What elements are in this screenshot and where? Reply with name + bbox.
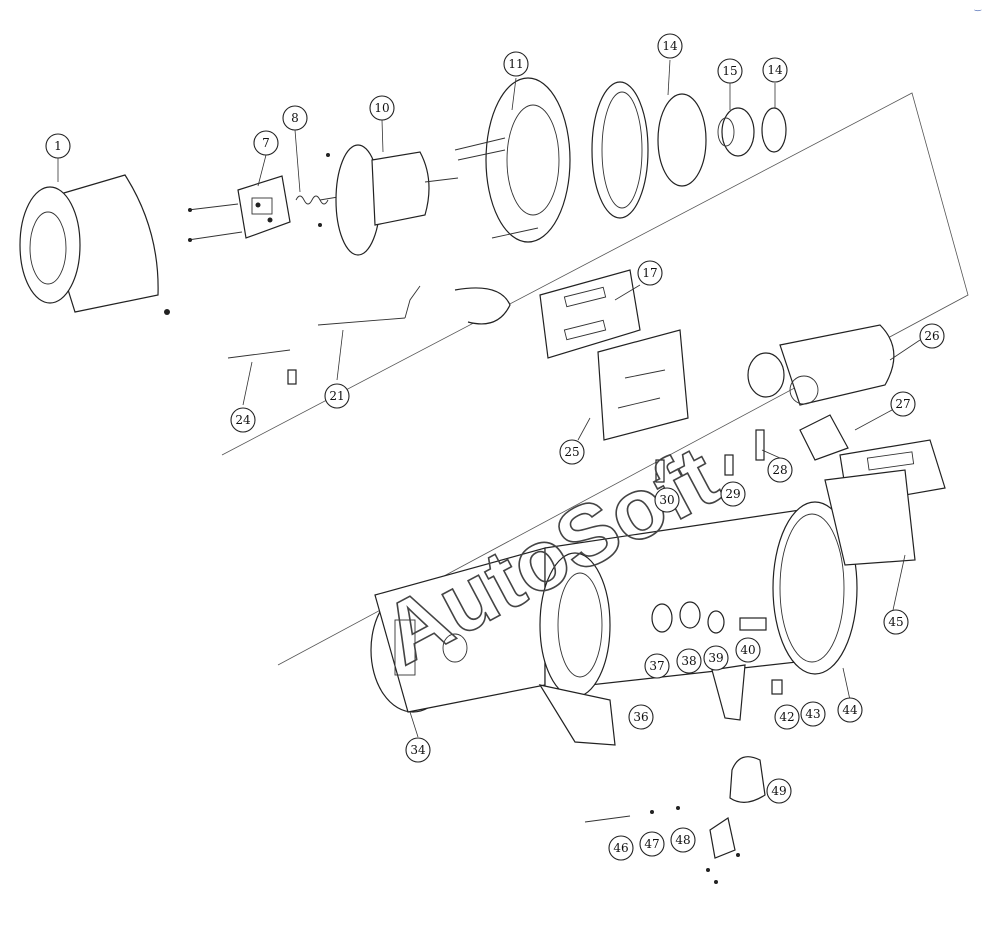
- callout-7: 7: [253, 130, 279, 156]
- callout-40: 40: [735, 637, 761, 663]
- svg-text:40: 40: [740, 643, 755, 657]
- callout-48: 48: [670, 827, 696, 853]
- part-21-electrode: [317, 285, 511, 326]
- svg-text:21: 21: [329, 389, 344, 403]
- svg-text:48: 48: [675, 833, 690, 847]
- callout-21: 21: [324, 383, 350, 409]
- part-28-valve: [755, 429, 765, 461]
- part-49-solenoid: [706, 756, 766, 884]
- callout-11: 11: [503, 51, 529, 77]
- callout-14b: 14: [762, 57, 788, 83]
- svg-text:17: 17: [642, 266, 657, 280]
- callout-45: 45: [883, 609, 909, 635]
- callout-47: 47: [639, 831, 665, 857]
- svg-text:14: 14: [767, 63, 783, 77]
- svg-text:26: 26: [924, 329, 939, 343]
- callout-25: 25: [559, 439, 585, 465]
- callout-17: 17: [637, 260, 663, 286]
- part-25-mount: [597, 329, 689, 441]
- callout-46: 46: [608, 835, 634, 861]
- svg-text:1: 1: [54, 139, 62, 153]
- svg-text:45: 45: [888, 615, 903, 629]
- callout-42: 42: [774, 704, 800, 730]
- callout-28: 28: [767, 457, 793, 483]
- callout-27: 27: [890, 391, 916, 417]
- part-34-front-housing: [370, 547, 546, 713]
- svg-text:7: 7: [262, 136, 270, 150]
- callout-10: 10: [369, 95, 395, 121]
- callout-14a: 14: [657, 33, 683, 59]
- part-15-nozzle: [717, 107, 755, 157]
- callout-26: 26: [919, 323, 945, 349]
- part-39-washer: [707, 610, 725, 634]
- part-46-rod: [584, 806, 680, 823]
- callout-1: 1: [45, 133, 71, 159]
- svg-text:27: 27: [895, 397, 910, 411]
- part-44-flange: [772, 501, 858, 675]
- part-40-fitting: [739, 617, 767, 631]
- part-29-screw: [724, 454, 734, 476]
- svg-text:10: 10: [374, 101, 389, 115]
- part-38-nut: [679, 601, 701, 629]
- callout-24: 24: [230, 407, 256, 433]
- svg-text:11: 11: [508, 57, 523, 71]
- svg-text:8: 8: [291, 111, 299, 125]
- part-7-terminal-block: [187, 175, 291, 242]
- part-42-screw: [771, 679, 783, 695]
- svg-text:14: 14: [662, 39, 678, 53]
- svg-text:36: 36: [633, 710, 648, 724]
- callout-30: 30: [654, 487, 680, 513]
- svg-text:37: 37: [649, 659, 664, 673]
- part-30-screw: [655, 459, 665, 483]
- svg-text:49: 49: [771, 784, 786, 798]
- svg-text:43: 43: [805, 707, 820, 721]
- svg-text:30: 30: [659, 493, 674, 507]
- part-37-ring: [651, 603, 673, 633]
- svg-text:42: 42: [779, 710, 794, 724]
- leader-lines: [57, 59, 921, 738]
- svg-text:39: 39: [708, 651, 723, 665]
- part-14-ring: [591, 81, 707, 219]
- svg-text:25: 25: [564, 445, 579, 459]
- part-14b-disc: [761, 107, 787, 153]
- svg-text:44: 44: [842, 703, 858, 717]
- callout-38: 38: [676, 648, 702, 674]
- part-45-bracket: [824, 469, 916, 566]
- callout-8: 8: [282, 105, 308, 131]
- callout-37: 37: [644, 653, 670, 679]
- part-10-motor: [318, 144, 459, 256]
- part-24-pin: [227, 349, 297, 385]
- callout-15: 15: [717, 58, 743, 84]
- svg-text:46: 46: [613, 841, 628, 855]
- svg-text:15: 15: [722, 64, 737, 78]
- svg-text:29: 29: [725, 487, 740, 501]
- svg-text:47: 47: [644, 837, 659, 851]
- assembly-boundary: [221, 92, 969, 666]
- callout-49: 49: [766, 778, 792, 804]
- callout-36: 36: [628, 704, 654, 730]
- part-1-housing: [19, 174, 170, 315]
- part-26-pump: [747, 324, 895, 406]
- svg-text:38: 38: [681, 654, 696, 668]
- part-11-frame: [454, 77, 571, 243]
- svg-text:28: 28: [772, 463, 787, 477]
- callout-29: 29: [720, 481, 746, 507]
- callout-44: 44: [837, 697, 863, 723]
- callout-43: 43: [800, 701, 826, 727]
- callout-34: 34: [405, 737, 431, 763]
- callout-39: 39: [703, 645, 729, 671]
- svg-text:34: 34: [410, 743, 426, 757]
- corner-mark: ‿: [974, 2, 981, 11]
- part-17-plate: [539, 269, 641, 359]
- svg-text:24: 24: [235, 413, 251, 427]
